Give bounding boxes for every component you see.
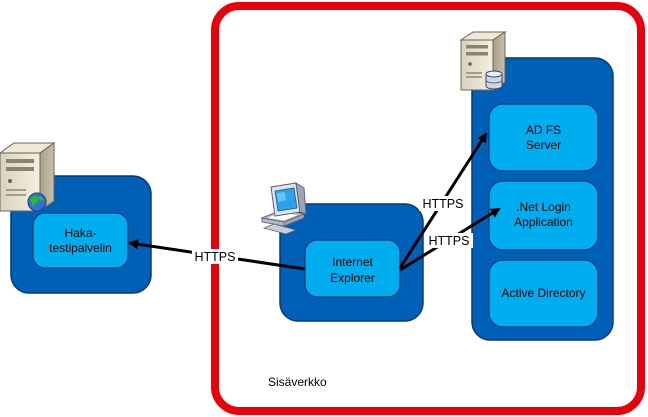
active-directory-node <box>488 259 599 328</box>
haka-node-label-1: Haka- <box>64 226 96 240</box>
ie-node-label-1: Internet <box>332 255 373 269</box>
haka-node <box>32 212 129 269</box>
edge-label-ie-haka: HTTPS <box>195 250 236 264</box>
adfs-node-label-2: Server <box>526 138 561 152</box>
ad-node-label: Active Directory <box>501 286 585 300</box>
netlogin-node-label-1: .Net Login <box>516 200 571 214</box>
computer-icon <box>260 182 307 235</box>
edge-label-ie-adfs: HTTPS <box>423 197 464 211</box>
server-icon <box>0 142 56 212</box>
netlogin-node-label-2: Application <box>514 215 573 229</box>
database-icon <box>485 70 503 90</box>
adfs-node-label-1: AD FS <box>526 123 561 137</box>
globe-icon <box>27 192 47 212</box>
haka-node-label-2: testipalvelin <box>49 241 112 255</box>
network-label: Sisäverkko <box>268 375 327 389</box>
adfs-server-node <box>488 103 599 172</box>
ie-node-label-2: Explorer <box>330 271 375 285</box>
edge-label-ie-netlogin: HTTPS <box>429 234 470 248</box>
